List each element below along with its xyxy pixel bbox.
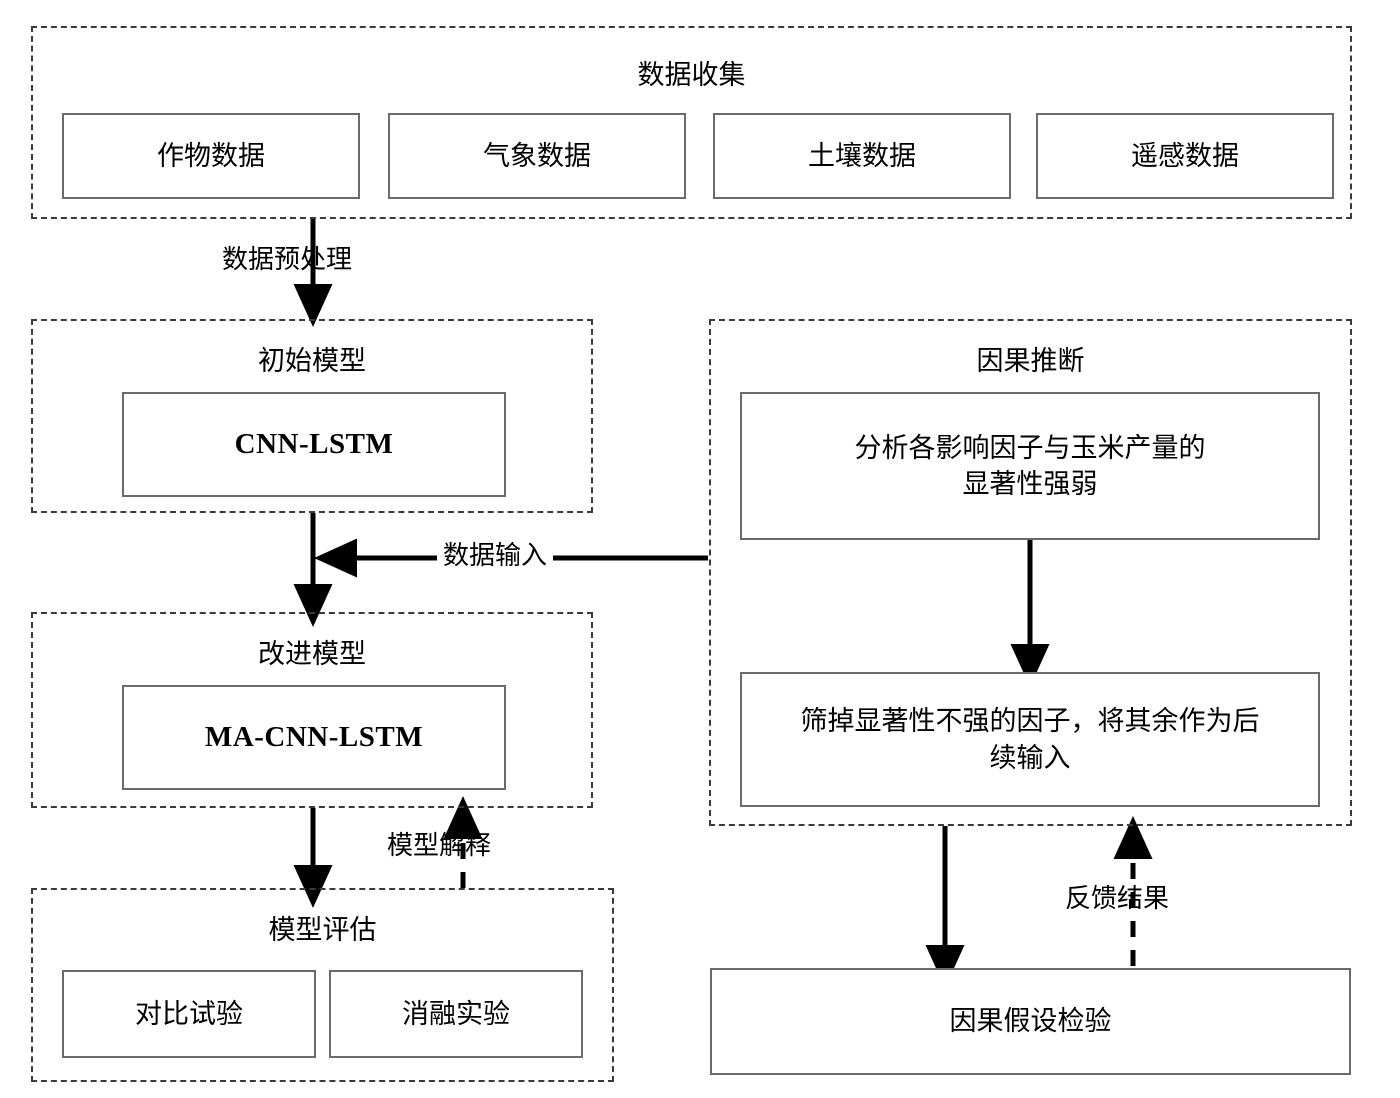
group-data-collection: 数据收集 作物数据 气象数据 土壤数据 遥感数据 [31,26,1352,219]
group-initial-model: 初始模型 CNN-LSTM [31,319,593,513]
node-cnn-lstm[interactable]: CNN-LSTM [122,392,506,497]
group-model-evaluation: 模型评估 对比试验 消融实验 [31,888,614,1082]
node-ablation-experiment[interactable]: 消融实验 [329,970,583,1058]
edge-label-preprocess: 数据预处理 [222,245,353,274]
edge-label-data-input: 数据输入 [437,543,554,569]
group-title-model-evaluation: 模型评估 [268,915,377,945]
node-weather-data[interactable]: 气象数据 [388,113,686,199]
node-filter-factors[interactable]: 筛掉显著性不强的因子，将其余作为后 续输入 [740,672,1320,807]
node-causal-hypothesis-test[interactable]: 因果假设检验 [710,968,1351,1075]
node-significance-analysis[interactable]: 分析各影响因子与玉米产量的 显著性强弱 [740,392,1320,540]
edge-label-model-explanation: 模型解释 [387,831,492,860]
node-crop-data[interactable]: 作物数据 [62,113,360,199]
group-title-improved-model: 改进模型 [258,639,366,669]
group-title-causal-inference: 因果推断 [976,346,1085,376]
group-causal-inference: 因果推断 分析各影响因子与玉米产量的 显著性强弱 筛掉显著性不强的因子，将其余作… [709,319,1352,826]
group-improved-model: 改进模型 MA-CNN-LSTM [31,612,593,808]
group-title-initial-model: 初始模型 [258,346,366,376]
node-soil-data[interactable]: 土壤数据 [713,113,1011,199]
node-ma-cnn-lstm[interactable]: MA-CNN-LSTM [122,685,506,790]
node-comparison-experiment[interactable]: 对比试验 [62,970,316,1058]
edge-label-feedback-result: 反馈结果 [1065,884,1170,913]
node-remote-sensing-data[interactable]: 遥感数据 [1036,113,1334,199]
group-title-data-collection: 数据收集 [637,60,746,90]
